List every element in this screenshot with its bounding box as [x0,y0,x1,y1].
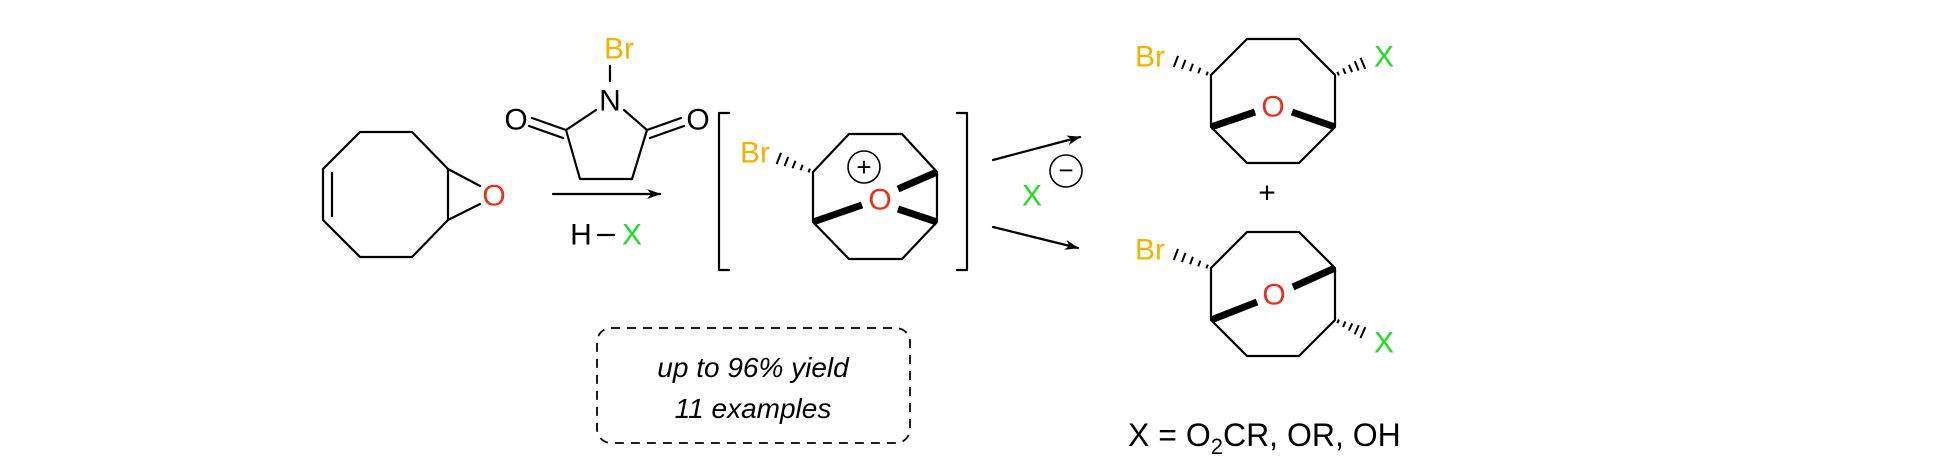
oxonium-intermediate: O + Br [717,111,969,272]
hash-mark [1172,248,1179,261]
nucleophile-x-label: X [1022,180,1042,213]
carbonyl-left-bond-1 [530,116,568,132]
hash-mark [775,152,782,165]
x-definition-suffix: CR, OR, OH [1223,417,1401,453]
hash-mark [791,160,797,169]
hash-mark [1342,67,1347,75]
hash-mark [1347,322,1354,332]
intermediate-bromine-label: Br [740,137,770,170]
product-2-hashed-bond-x [1336,319,1367,339]
hash-mark [1180,59,1187,70]
hash-mark [1359,326,1367,339]
acid-h-label: H [570,219,592,252]
acid-reagent: H X [570,219,642,252]
carbonyl-left-bond-2 [527,124,565,140]
intermediate-oxygen-label: O [868,184,891,217]
hash-mark [1336,319,1340,324]
hash-mark [1172,55,1179,68]
product-1-x-label: X [1374,41,1394,74]
nbs-oxygen-right-label: O [686,104,709,137]
summary-box: up to 96% yield 11 examples [596,327,911,444]
carbonyl-right-bond-1 [645,116,683,132]
left-bracket [717,111,731,272]
product-2-bromine-label: Br [1135,234,1165,267]
right-bracket [955,111,969,272]
hash-mark [1336,71,1340,76]
nbs-oxygen-left-label: O [504,104,527,137]
product-1-bold-bond-right [1290,108,1337,131]
hash-mark [1205,71,1209,76]
hash-mark [1348,64,1353,73]
negative-charge-circle [1049,154,1083,188]
epoxide-bond-top [446,167,482,188]
x-definition: X = O2CR, OR, OH [1128,417,1401,459]
product-1: O Br X [1135,37,1394,165]
product-2-oxygen-label: O [1262,279,1285,312]
hash-mark [1189,256,1194,265]
bold-bond-left [811,201,864,226]
succinimide-ring [564,108,649,181]
product-2: O Br X [1135,230,1394,360]
starting-material-epoxide: O [321,130,506,259]
hash-mark [1180,252,1187,263]
hash-mark [1189,63,1194,72]
product-2-hashed-bond-br [1172,248,1209,269]
nbs-nitrogen-label: N [599,85,621,118]
product-1-oxygen-label: O [1261,91,1284,124]
arrow-to-product-2 [991,225,1080,250]
epoxide-bond-bottom [446,202,482,222]
hash-mark [1353,324,1360,335]
product-2-x-label: X [1374,327,1394,360]
dashed-border [596,327,911,444]
yield-text: up to 96% yield [657,352,850,383]
product-1-hashed-bond-br [1172,55,1209,76]
nbs-reagent: Br N O O [504,33,710,181]
product-2-ring [1209,230,1337,358]
bold-bond-upper-right [896,168,939,193]
acid-x-label: X [622,219,642,252]
hash-mark [799,164,804,171]
cyclooctene-ring [321,130,450,259]
hashed-bond-br [775,152,811,173]
nucleophile: X − [1022,154,1083,213]
product-2-bold-bond-right [1291,264,1337,291]
positive-charge-circle [847,150,881,184]
hash-mark [1197,260,1202,267]
hash-mark [1359,57,1367,70]
arrow-to-product-1 [991,135,1082,162]
product-1-bold-bond-left [1209,108,1257,131]
hash-mark [1342,321,1347,328]
hash-mark [807,168,811,173]
epoxide-oxygen-label: O [482,180,505,213]
product-2-bold-bond-left [1209,298,1259,324]
hash-mark [1205,264,1209,269]
carbonyl-right-bond-2 [648,124,686,140]
negative-charge-label: − [1058,155,1073,185]
examples-text: 11 examples [675,393,832,424]
nbs-bromine-label: Br [604,33,634,66]
product-1-hashed-bond-x [1336,57,1367,76]
x-definition-subscript: 2 [1211,434,1223,459]
bold-bond-lower-right [896,205,939,226]
hash-mark [1197,67,1202,74]
positive-charge-label: + [856,152,871,182]
x-definition-prefix: X = O [1128,417,1211,453]
hash-mark [1353,60,1360,71]
plus-sign: + [1258,177,1276,210]
product-1-bromine-label: Br [1135,41,1165,74]
hash-mark [783,156,790,167]
